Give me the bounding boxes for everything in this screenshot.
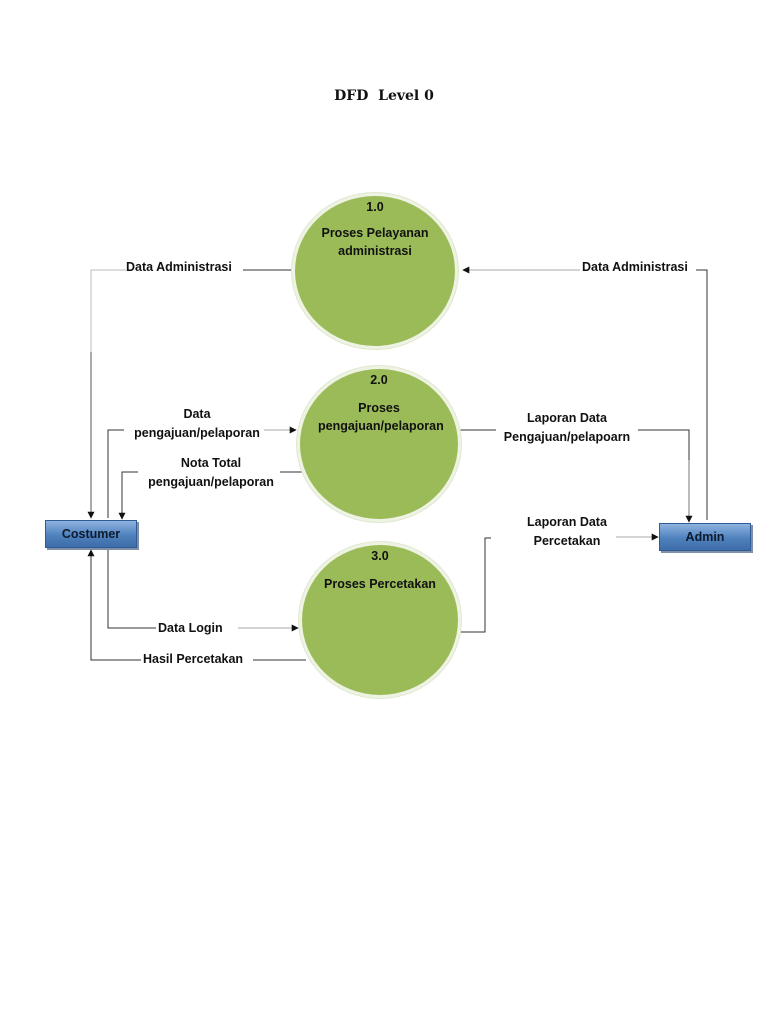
flow-label-laporan-percetakan-line2: Percetakan [533, 534, 601, 548]
flow-label-data-pengajuan-line1: Data [183, 407, 211, 421]
flow-label-data-pengajuan-line2: pengajuan/pelaporan [134, 426, 260, 440]
entity-costumer[interactable]: Costumer [45, 520, 137, 548]
process-2-number: 2.0 [370, 373, 388, 387]
flow-label-laporan-percetakan: Laporan Data Percetakan [518, 513, 616, 551]
process-3-number: 3.0 [371, 549, 389, 563]
flow-label-laporan-pengajuan-line1: Laporan Data [527, 411, 607, 425]
flow-label-data-login: Data Login [158, 619, 223, 638]
flow-line-laporan-pengajuan [638, 429, 690, 460]
flow-line-hasil-percetakan [87, 549, 141, 661]
process-2-name: Proses pengajuan/pelaporan [318, 401, 444, 433]
flow-label-nota-total-line2: pengajuan/pelaporan [148, 475, 274, 489]
entity-admin[interactable]: Admin [659, 523, 751, 551]
flow-line-costumer-admin-data [90, 269, 126, 352]
process-1-number: 1.0 [366, 200, 384, 214]
flow-label-nota-total: Nota Total pengajuan/pelaporan [144, 454, 278, 492]
flow-label-laporan-percetakan-line1: Laporan Data [527, 515, 607, 529]
diagram-title: DFD Level 0 [334, 88, 434, 104]
flow-label-laporan-pengajuan-line2: Pengajuan/pelapoarn [503, 430, 631, 444]
flow-label-costumer-admin-data: Data Administrasi [126, 258, 232, 277]
flow-line-admin-admin-data [696, 269, 708, 520]
flow-line-nota-total [118, 471, 138, 520]
process-3[interactable]: 3.0 Proses Percetakan [299, 542, 461, 698]
flow-label-data-pengajuan: Data pengajuan/pelaporan [130, 405, 264, 443]
process-1[interactable]: 1.0 Proses Pelayanan administrasi [292, 193, 458, 349]
process-2[interactable]: 2.0 Proses pengajuan/pelaporan [297, 366, 461, 522]
flow-line-data-login [107, 548, 156, 629]
flow-label-admin-admin-data: Data Administrasi [582, 258, 688, 277]
flow-label-hasil-percetakan: Hasil Percetakan [143, 650, 244, 669]
flow-line-data-pengajuan [107, 429, 124, 518]
flow-label-nota-total-line1: Nota Total [180, 456, 242, 470]
flow-label-laporan-pengajuan: Laporan Data Pengajuan/pelapoarn [498, 409, 636, 447]
process-3-name: Proses Percetakan [324, 577, 436, 591]
flow-line-laporan-percetakan [460, 537, 491, 633]
process-1-name: Proses Pelayanan administrasi [321, 226, 429, 258]
